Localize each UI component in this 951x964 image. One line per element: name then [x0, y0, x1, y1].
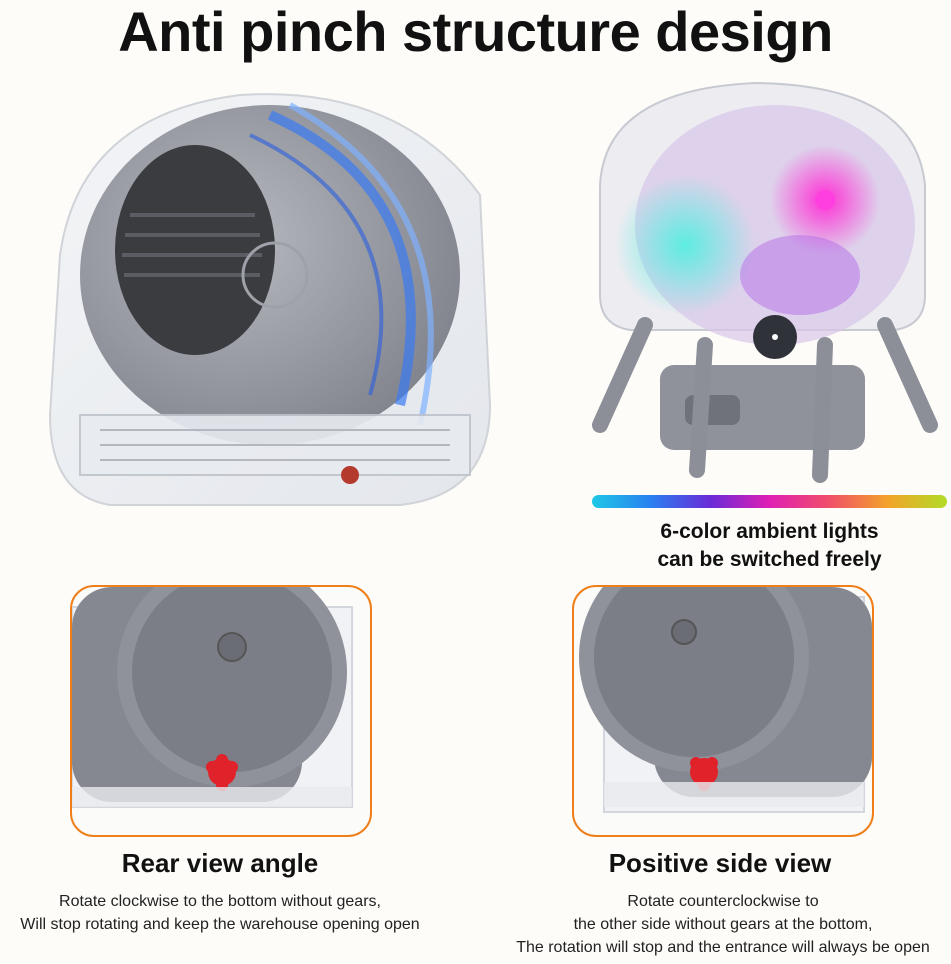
side-desc-line-3: The rotation will stop and the entrance …	[516, 939, 930, 956]
side-desc-line-1: Rotate counterclockwise to	[627, 893, 819, 910]
litter-box-transparent-illustration	[48, 93, 492, 506]
ambient-color-gradient-bar	[592, 495, 947, 508]
rear-view-heading: Rear view angle	[121, 848, 319, 878]
litter-box-ambient-light-illustration	[592, 81, 938, 483]
rear-desc-line-1: Rotate clockwise to the bottom without g…	[59, 893, 381, 910]
rear-desc-line-2: Will stop rotating and keep the warehous…	[20, 916, 420, 933]
side-view-gear-illustration	[579, 587, 872, 813]
page-title: Anti pinch structure design	[118, 0, 833, 63]
ambient-caption-line-2: can be switched freely	[657, 548, 882, 571]
side-view-heading: Positive side view	[608, 848, 832, 878]
rear-view-description: Rotate clockwise to the bottom without g…	[0, 890, 440, 936]
side-view-description: Rotate counterclockwise to the other sid…	[495, 890, 951, 959]
ambient-lights-caption: 6-color ambient lights can be switched f…	[592, 518, 947, 574]
rear-view-detail-frame	[70, 585, 372, 837]
rear-view-gear-illustration	[72, 587, 353, 808]
side-view-detail-frame	[572, 585, 874, 837]
side-desc-line-2: the other side without gears at the bott…	[573, 916, 873, 933]
ambient-caption-line-1: 6-color ambient lights	[660, 520, 879, 543]
